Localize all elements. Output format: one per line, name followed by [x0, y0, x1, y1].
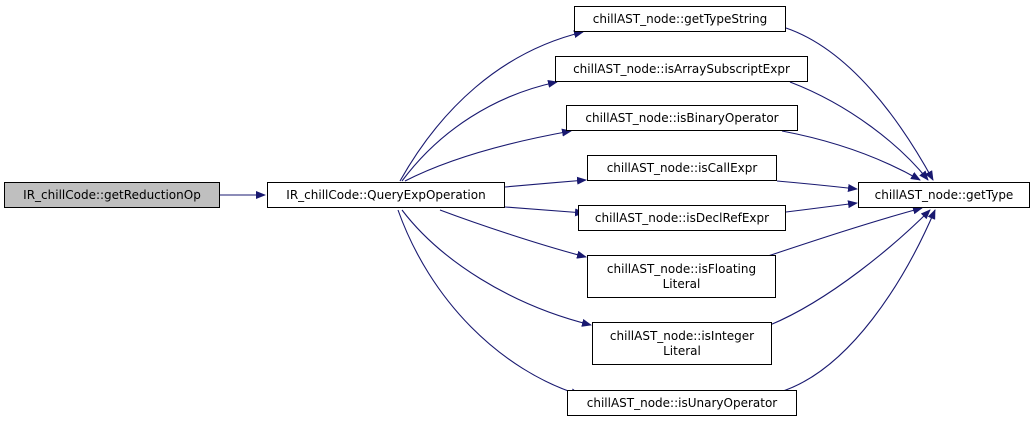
- node-chillast-node-isarraysubscriptexpr[interactable]: chillAST_node::isArraySubscriptExpr: [555, 56, 808, 82]
- edge-query-to-isfloatingliteral: [439, 209, 587, 259]
- node-ir-chillcode-queryexpoperation[interactable]: IR_chillCode::QueryExpOperation: [267, 182, 505, 208]
- edge-iscallexpr-to-gettype: [776, 180, 858, 192]
- node-chillast-node-gettypestring[interactable]: chillAST_node::getTypeString: [574, 6, 786, 32]
- node-label: chillAST_node::getTypeString: [592, 11, 768, 26]
- node-label: chillAST_node::isCallExpr: [606, 160, 758, 175]
- node-label: chillAST_node::isBinaryOperator: [585, 110, 779, 125]
- edge-query-to-isarraysubscriptexpr: [401, 79, 558, 182]
- node-label-line-2: Literal: [662, 276, 701, 291]
- node-label: IR_chillCode::getReductionOp: [23, 187, 201, 202]
- node-ir-chillcode-getreductionop: IR_chillCode::getReductionOp: [4, 182, 220, 208]
- node-chillast-node-isintegerliteral[interactable]: chillAST_node::isInteger Literal: [592, 322, 772, 365]
- edge-gettypestring-to-gettype: [785, 27, 934, 181]
- node-label: chillAST_node::isDeclRefExpr: [594, 210, 770, 225]
- node-label: chillAST_node::isArraySubscriptExpr: [573, 61, 790, 76]
- edge-query-to-iscallexpr: [504, 176, 587, 188]
- edge-query-to-isunaryoperator: [397, 209, 581, 397]
- node-label: IR_chillCode::QueryExpOperation: [286, 187, 486, 202]
- edge-isdeclrefexpr-to-gettype: [785, 200, 858, 213]
- node-label: chillAST_node::isUnaryOperator: [586, 395, 778, 410]
- node-label-line-1: chillAST_node::isFloating: [606, 261, 757, 276]
- edge-isunaryoperator-to-gettype: [779, 209, 936, 393]
- node-chillast-node-gettype[interactable]: chillAST_node::getType: [858, 182, 1030, 208]
- node-label-line-2: Literal: [663, 343, 701, 358]
- node-chillast-node-iscallexpr[interactable]: chillAST_node::isCallExpr: [587, 155, 777, 181]
- node-chillast-node-isdeclrefexpr[interactable]: chillAST_node::isDeclRefExpr: [578, 205, 786, 231]
- edge-isarraysubscriptexpr-to-gettype: [789, 81, 929, 181]
- edge-query-to-isbinaryoperator: [404, 128, 572, 182]
- edge-query-to-gettypestring: [399, 30, 584, 182]
- edge-isintegerliteral-to-gettype: [769, 209, 931, 326]
- edge-isbinaryoperator-to-gettype: [781, 130, 921, 181]
- node-chillast-node-isbinaryoperator[interactable]: chillAST_node::isBinaryOperator: [566, 105, 798, 131]
- edge-query-to-isdeclrefexpr: [504, 206, 585, 217]
- node-chillast-node-isfloatingliteral[interactable]: chillAST_node::isFloating Literal: [587, 255, 776, 298]
- edge-query-to-isintegerliteral: [401, 209, 592, 327]
- node-label: chillAST_node::getType: [874, 187, 1014, 202]
- node-chillast-node-isunaryoperator[interactable]: chillAST_node::isUnaryOperator: [567, 390, 797, 416]
- edge-isfloatingliteral-to-gettype: [761, 206, 923, 259]
- node-label-line-1: chillAST_node::isInteger: [609, 328, 755, 343]
